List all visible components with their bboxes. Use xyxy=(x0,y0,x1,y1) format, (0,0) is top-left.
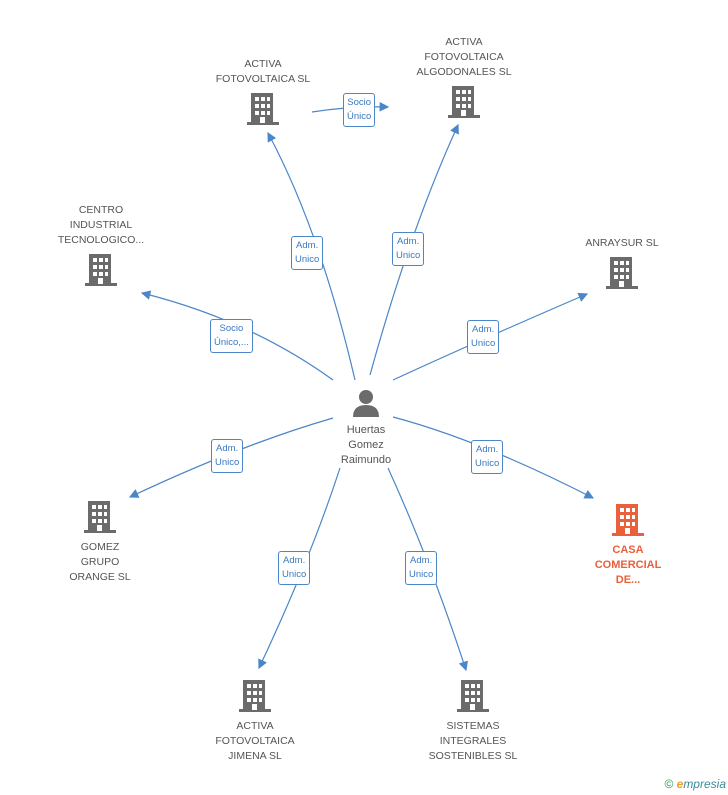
company-activa-algodonales[interactable]: ACTIVA FOTOVOLTAICA ALGODONALES SL xyxy=(404,35,524,125)
company-activa-jimena[interactable]: ACTIVA FOTOVOLTAICA JIMENA SL xyxy=(195,678,315,764)
company-centro-industrial[interactable]: CENTRO INDUSTRIAL TECNOLOGICO... xyxy=(44,203,158,293)
relation-label[interactable]: Socio Único xyxy=(343,93,376,127)
building-icon xyxy=(84,501,116,533)
person-node[interactable]: Huertas Gomez Raimundo xyxy=(320,388,412,468)
company-name: ANRAYSUR SL xyxy=(585,237,659,249)
copyright-symbol: © xyxy=(664,777,674,791)
company-casa-comercial[interactable]: CASA COMERCIAL DE... xyxy=(578,502,678,588)
building-icon xyxy=(448,86,480,118)
relation-label[interactable]: Adm. Unico xyxy=(278,551,311,585)
company-sistemas-integrales[interactable]: SISTEMAS INTEGRALES SOSTENIBLES SL xyxy=(412,678,534,764)
company-name: ACTIVA FOTOVOLTAICA ALGODONALES SL xyxy=(416,36,512,78)
company-name: ACTIVA FOTOVOLTAICA JIMENA SL xyxy=(215,720,295,762)
person-name: Huertas Gomez Raimundo xyxy=(340,424,392,466)
person-icon xyxy=(353,390,379,417)
building-icon xyxy=(457,680,489,712)
relation-label[interactable]: Socio Único,... xyxy=(210,319,253,353)
company-name: CENTRO INDUSTRIAL TECNOLOGICO... xyxy=(57,204,145,246)
company-activa-fotovoltaica[interactable]: ACTIVA FOTOVOLTAICA SL xyxy=(200,57,326,132)
building-icon xyxy=(606,257,638,289)
company-name: SISTEMAS INTEGRALES SOSTENIBLES SL xyxy=(428,720,518,762)
building-icon xyxy=(239,680,271,712)
company-name: ACTIVA FOTOVOLTAICA SL xyxy=(215,58,311,85)
company-name: GOMEZ GRUPO ORANGE SL xyxy=(69,541,131,583)
building-icon xyxy=(247,93,279,125)
brand-initial: e xyxy=(676,777,684,791)
relation-label[interactable]: Adm. Unico xyxy=(291,236,324,270)
building-icon xyxy=(85,254,117,286)
building-icon xyxy=(612,504,644,536)
company-name: CASA COMERCIAL DE... xyxy=(594,544,662,586)
relation-label[interactable]: Adm. Unico xyxy=(467,320,500,354)
relation-label[interactable]: Adm. Unico xyxy=(211,439,244,473)
company-gomez-grupo[interactable]: GOMEZ GRUPO ORANGE SL xyxy=(50,499,150,585)
relation-label[interactable]: Adm. Unico xyxy=(392,232,425,266)
brand-name: mpresia xyxy=(683,777,726,791)
company-anraysur[interactable]: ANRAYSUR SL xyxy=(572,236,672,296)
relation-label[interactable]: Adm. Unico xyxy=(405,551,438,585)
brand-footer: © empresia xyxy=(664,777,726,791)
relation-label[interactable]: Adm. Unico xyxy=(471,440,504,474)
